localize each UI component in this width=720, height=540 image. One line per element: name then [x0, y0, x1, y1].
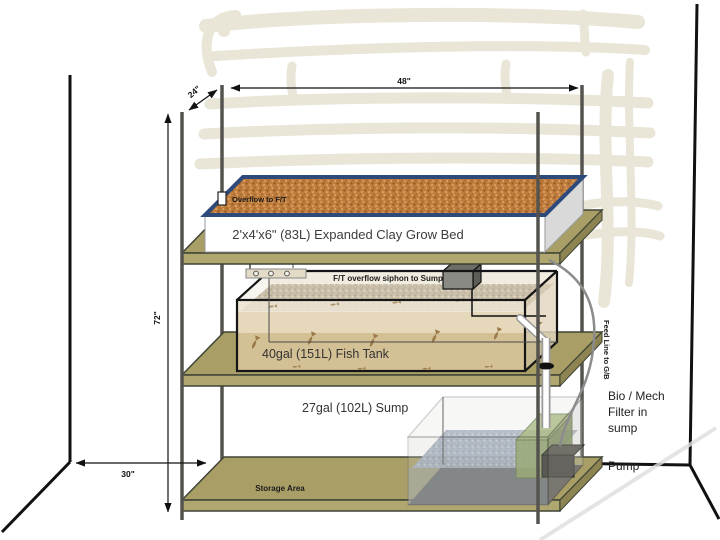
dimension-lines: [75, 84, 579, 513]
feed-line-tube: [548, 258, 596, 447]
storage-area-label: Storage Area: [255, 484, 305, 493]
feed-line-label: Feed Line to G/B: [602, 320, 611, 380]
siphon-label: F/T overflow siphon to Sump: [333, 274, 443, 283]
dimension-48-label: 48": [397, 76, 411, 86]
floor-sheen: [538, 426, 718, 540]
filter-label-line2: Filter in: [608, 405, 647, 419]
fish-tank: [235, 256, 559, 428]
dimension-24-label: 24": [186, 84, 203, 100]
right-wall-corner-line: [688, 3, 699, 466]
pump-box: [540, 444, 586, 478]
sump-label: 27gal (102L) Sump: [302, 401, 408, 415]
filter-label-line3: sump: [608, 421, 638, 435]
fish-tank-label: 40gal (151L) Fish Tank: [262, 347, 390, 361]
grow-bed: [200, 175, 588, 254]
dimension-72-label: 72": [152, 311, 162, 325]
filter-label-line1: Bio / Mech: [608, 389, 665, 403]
dimension-24-line: [188, 89, 218, 111]
left-floor-diagonal-line: [0, 460, 72, 534]
overflow-siphon-box: [441, 262, 483, 291]
wall-art-icon: [194, 7, 665, 308]
drain-pipe: [471, 289, 554, 428]
grow-bed-front-face: [204, 214, 546, 253]
clay-media: [200, 175, 588, 217]
overflow-standpipe-icon: [217, 191, 227, 206]
sump-tank: [406, 395, 586, 507]
overflow-label: Overflow to F/T: [232, 195, 287, 204]
grow-bed-label: 2'x4'x6" (83L) Expanded Clay Grow Bed: [232, 227, 463, 242]
dimension-30-label: 30": [121, 469, 135, 479]
pump-label: Pump: [608, 459, 640, 473]
right-floor-diagonal-line: [688, 464, 720, 520]
